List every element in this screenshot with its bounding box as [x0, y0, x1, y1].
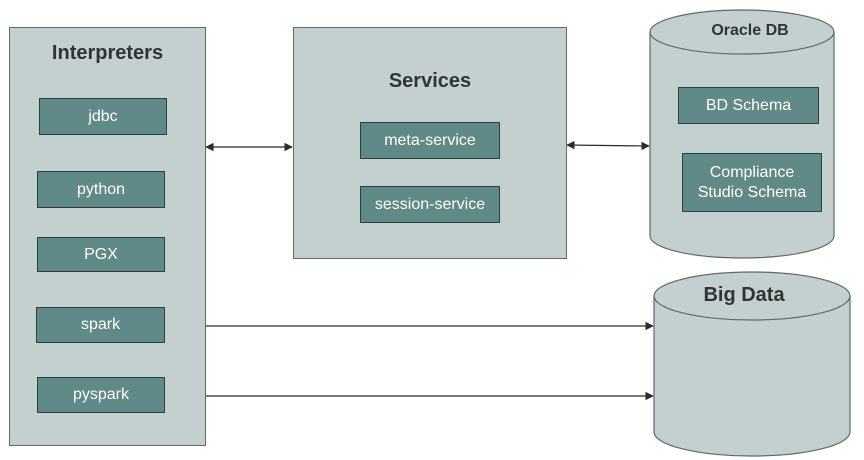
- interpreters-title: Interpreters: [51, 42, 164, 64]
- interpreter-python: python: [37, 171, 165, 208]
- interpreter-pgx: PGX: [37, 237, 165, 272]
- oracle-compliance-studio-schema: Compliance Studio Schema: [682, 153, 822, 212]
- arrow-services-oracle-db: [566, 140, 650, 151]
- services-title: Services: [388, 70, 472, 92]
- oracle-bd-schema: BD Schema: [678, 87, 819, 124]
- oracle-db-title: Oracle DB: [711, 22, 789, 39]
- interpreter-spark: spark: [36, 307, 165, 343]
- oracle-db-cylinder: [649, 9, 835, 259]
- service-meta: meta-service: [360, 122, 500, 159]
- interpreter-jdbc: jdbc: [39, 98, 167, 135]
- big-data-title: Big Data: [703, 284, 785, 306]
- service-session: session-service: [360, 186, 500, 223]
- interpreter-pyspark: pyspark: [37, 377, 165, 413]
- interpreters-panel: Interpreters: [9, 27, 206, 446]
